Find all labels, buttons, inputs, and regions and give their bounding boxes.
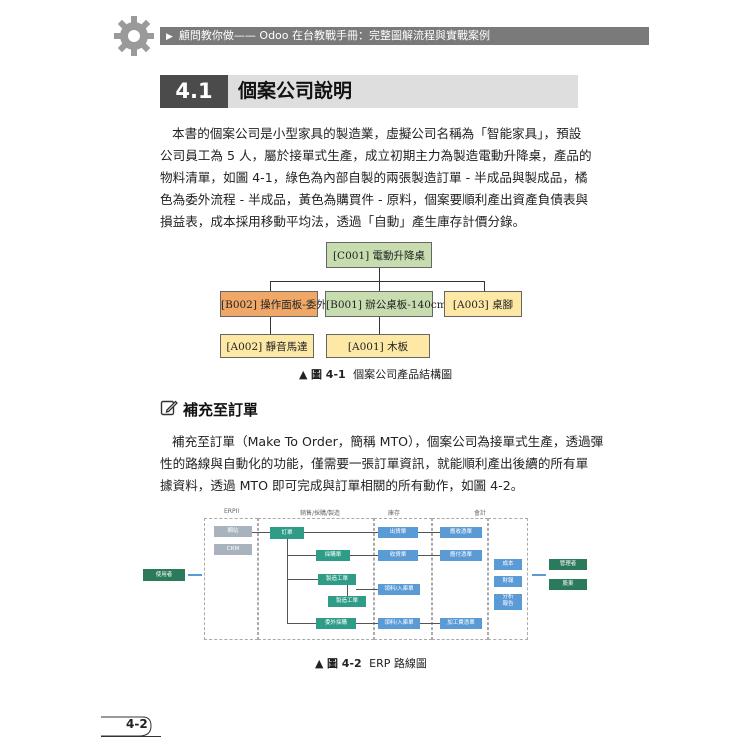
report-cost: 成本 — [494, 559, 522, 570]
figure-4-2-caption: ▲ 圖 4-2 ERP 路線圖 — [315, 655, 427, 671]
zone-erpii — [204, 518, 258, 640]
tree-connector — [484, 281, 485, 291]
figure-4-1-caption: ▲ 圖 4-1 個案公司產品結構圖 — [299, 366, 452, 382]
section-title: 個案公司說明 — [238, 80, 353, 102]
flow-connector — [287, 555, 316, 556]
subsection-title: 補充至訂單 — [183, 401, 259, 419]
column-header-sales: 銷售/採購/製造 — [300, 510, 341, 517]
section-title-background — [228, 75, 578, 108]
flow-connector — [287, 579, 318, 580]
flow-customer-invoice: 應收憑單 — [440, 527, 482, 538]
column-header-accounting: 會計 — [474, 510, 487, 517]
tree-connector — [270, 317, 271, 334]
mto-line-2: 性的路線與自動化的功能，僅需要一張訂單資訊，就能順利產出後續的所有單 — [160, 456, 589, 471]
intro-line-3: 物料清單，如圖 4-1，綠色為內部自製的兩張製造訂單 - 半成品與製成品，橘 — [160, 170, 588, 185]
caption-label: 圖 4-2 — [326, 657, 362, 670]
caption-marker: ▲ — [299, 368, 308, 381]
flow-mo-1: 製造工單 — [318, 574, 356, 585]
flow-connector — [418, 555, 440, 556]
bom-node-b001: [B001] 辦公桌板-140cm — [325, 291, 447, 317]
bom-node-b002: [B002] 操作面板-委外 — [220, 291, 327, 317]
section-number: 4.1 — [160, 75, 228, 108]
zone-sales — [258, 518, 374, 640]
edit-note-icon — [160, 400, 178, 416]
flow-connector — [287, 539, 288, 624]
bom-node-a001: [A001] 木板 — [326, 334, 430, 358]
intro-line-5: 損益表，成本採用移動平均法，透過「自動」產生庫存計價分錄。 — [160, 214, 526, 229]
bom-node-a002: [A002] 靜音馬達 — [220, 334, 314, 358]
triangle-right-icon: ▶ — [166, 32, 173, 42]
tree-connector — [270, 281, 271, 291]
zone-accounting — [432, 518, 488, 640]
caption-text: 個案公司產品結構圖 — [353, 368, 453, 381]
tree-connector — [379, 281, 380, 291]
flow-connector — [420, 623, 440, 624]
intro-line-4: 色為委外流程 - 半成品，黃色為購買件 - 原料，個案要順利產出資產負債表與 — [160, 192, 589, 207]
bom-node-a003: [A003] 桌腳 — [444, 291, 522, 317]
flow-mo-2: 製造工單 — [328, 596, 366, 607]
running-title: 顧問教你做—— Odoo 在台教戰手冊：完整圖解流程與實戰案例 — [178, 29, 491, 42]
flow-connector — [287, 623, 316, 624]
flow-order: 訂單 — [270, 527, 304, 539]
arrow-reports-actors — [532, 574, 546, 576]
flow-connector — [304, 532, 378, 533]
intro-line-2: 公司員工為 5 人，屬於接單式生產，成立初期主力為製造電動升降桌，產品的 — [160, 148, 592, 163]
intro-line-1: 本書的個案公司是小型家具的製造業，虛擬公司名稱為「智能家具」，預設 — [172, 126, 582, 141]
tree-connector — [379, 317, 380, 334]
erpii-website: 網站 — [214, 526, 252, 537]
arrow-user-erp — [188, 574, 202, 576]
flow-connector — [350, 555, 378, 556]
report-analysis: 分析 報告 — [494, 594, 522, 610]
running-header: ▶ 顧問教你做—— Odoo 在台教戰手冊：完整圖解流程與實戰案例 — [160, 27, 649, 45]
actor-shareholder: 股東 — [548, 578, 588, 591]
flow-connector — [418, 532, 440, 533]
page-footer-rule — [101, 736, 161, 737]
flow-processing-bill: 加工費憑單 — [440, 618, 482, 629]
actor-manager: 管理者 — [548, 558, 588, 571]
flow-purchase: 採購單 — [316, 550, 350, 561]
report-financial: 財報 — [494, 576, 522, 587]
erpii-crm: CRM — [214, 544, 252, 555]
tree-connector — [379, 268, 380, 281]
tree-connector — [270, 281, 484, 282]
erp-route-diagram: ERPII 銷售/採購/製造 庫存 會計 網站 CRM 使用者 訂單 採購單 製… — [142, 506, 588, 652]
zone-reports — [488, 518, 528, 640]
flow-receipt: 收貨單 — [378, 550, 418, 561]
mto-line-3: 據資料，透過 MTO 即可完成與訂單相關的所有動作，如圖 4-2。 — [160, 478, 524, 493]
actor-user: 使用者 — [142, 568, 186, 582]
bom-node-c001: [C001] 電動升降桌 — [326, 242, 432, 268]
flow-connector — [356, 623, 378, 624]
flow-picking-1: 領料/入庫單 — [378, 584, 420, 595]
caption-label: 圖 4-1 — [310, 368, 346, 381]
flow-shipping: 出貨單 — [378, 527, 418, 538]
zone-inventory — [374, 518, 432, 640]
column-header-erpii: ERPII — [224, 508, 240, 515]
gear-icon — [114, 16, 154, 56]
flow-vendor-bill: 應付憑單 — [440, 550, 482, 561]
flow-picking-2: 領料/入庫單 — [378, 618, 420, 629]
flow-outsource: 委外採購 — [316, 618, 356, 629]
page-number-tab — [101, 716, 152, 736]
flow-connector — [356, 589, 378, 590]
flow-connector — [347, 585, 348, 596]
caption-marker: ▲ — [315, 657, 324, 670]
column-header-inventory: 庫存 — [388, 510, 401, 517]
mto-line-1: 補充至訂單（Make To Order，簡稱 MTO），個案公司為接單式生產，透… — [172, 434, 604, 449]
page-number: 4-2 — [126, 717, 148, 731]
flow-connector — [252, 532, 270, 533]
caption-text: ERP 路線圖 — [369, 657, 427, 670]
